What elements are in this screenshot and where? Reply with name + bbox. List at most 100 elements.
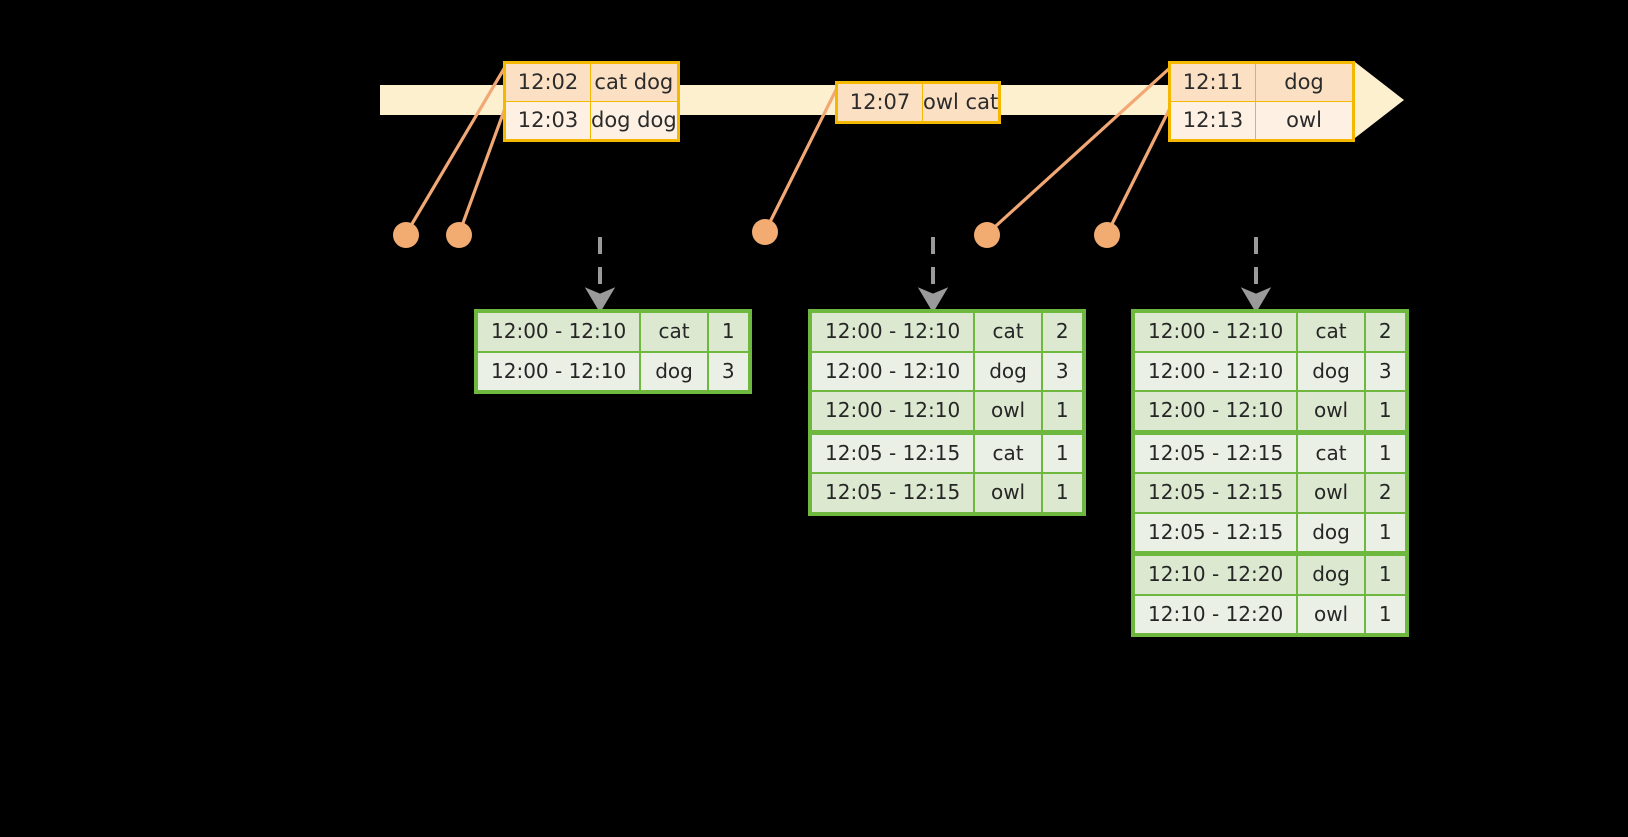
event-group-2[interactable]: 12:07 owl cat <box>835 81 1002 124</box>
event-dot-3 <box>752 219 778 245</box>
event-time: 12:07 <box>836 82 923 123</box>
result-count: 1 <box>1363 511 1408 555</box>
result-count: 2 <box>1363 310 1408 353</box>
result-key: owl <box>973 472 1043 515</box>
result-key: owl <box>1296 472 1366 514</box>
result-count: 1 <box>1363 429 1408 474</box>
event-time: 12:02 <box>504 62 591 102</box>
event-row[interactable]: 12:07 owl cat <box>836 82 1001 123</box>
result-count: 3 <box>706 350 751 393</box>
result-count: 1 <box>1040 472 1085 515</box>
result-count: 2 <box>1040 310 1085 353</box>
result-count: 1 <box>1040 390 1085 433</box>
result-count: 1 <box>1363 593 1408 636</box>
result-count: 1 <box>1363 390 1408 433</box>
event-row[interactable]: 12:02 cat dog <box>504 62 679 102</box>
result-key: dog <box>639 350 709 393</box>
event-group-2-body: 12:07 owl cat <box>836 82 1001 123</box>
connector-line-2 <box>457 99 510 235</box>
result-key: cat <box>973 429 1043 474</box>
dashed-arrows <box>584 237 1272 313</box>
result-key: cat <box>1296 310 1366 353</box>
result-key: cat <box>639 310 709 353</box>
event-dots <box>393 219 1120 248</box>
event-group-1-body: 12:02 cat dog 12:03 dog dog <box>504 62 679 141</box>
result-window: 12:10 - 12:20 <box>1131 551 1299 596</box>
event-group-3[interactable]: 12:11 dog 12:13 owl <box>1168 61 1355 142</box>
result-window: 12:00 - 12:10 <box>474 310 642 353</box>
result-window: 12:05 - 12:15 <box>1131 511 1299 555</box>
result-window: 12:00 - 12:10 <box>1131 350 1299 392</box>
result-count: 3 <box>1040 350 1085 392</box>
result-window: 12:00 - 12:10 <box>808 390 976 433</box>
event-payload: owl cat <box>921 82 1001 123</box>
result-count: 1 <box>706 310 751 353</box>
event-dot-2 <box>446 222 472 248</box>
event-payload: cat dog <box>590 62 679 102</box>
result-count: 2 <box>1363 472 1408 514</box>
result-key: owl <box>1296 390 1366 433</box>
event-time: 12:03 <box>504 101 591 141</box>
event-payload: owl <box>1255 101 1354 141</box>
result-window: 12:05 - 12:15 <box>808 429 976 474</box>
result-window: 12:00 - 12:10 <box>808 310 976 353</box>
event-group-3-body: 12:11 dog 12:13 owl <box>1169 62 1354 141</box>
event-row[interactable]: 12:11 dog <box>1169 62 1354 102</box>
result-window: 12:00 - 12:10 <box>1131 390 1299 433</box>
result-count: 1 <box>1040 429 1085 474</box>
result-key: owl <box>1296 593 1366 636</box>
event-time: 12:13 <box>1169 101 1256 141</box>
result-window: 12:05 - 12:15 <box>1131 472 1299 514</box>
result-key: dog <box>1296 551 1366 596</box>
result-key: dog <box>1296 350 1366 392</box>
result-window: 12:00 - 12:10 <box>1131 310 1299 353</box>
connector-line-4 <box>985 64 1174 236</box>
result-key: cat <box>1296 429 1366 474</box>
result-key: dog <box>1296 511 1366 555</box>
result-count: 1 <box>1363 551 1408 596</box>
result-window: 12:05 - 12:15 <box>808 472 976 515</box>
event-dot-1 <box>393 222 419 248</box>
event-dot-5 <box>1094 222 1120 248</box>
event-time: 12:11 <box>1169 62 1256 102</box>
event-row[interactable]: 12:03 dog dog <box>504 101 679 141</box>
event-group-1[interactable]: 12:02 cat dog 12:03 dog dog <box>503 61 680 142</box>
result-window: 12:00 - 12:10 <box>474 350 642 393</box>
event-payload: dog <box>1255 62 1354 102</box>
event-row[interactable]: 12:13 owl <box>1169 101 1354 141</box>
result-key: owl <box>973 390 1043 433</box>
connector-line-3 <box>763 81 842 233</box>
connector-line-1 <box>404 61 510 235</box>
result-window: 12:00 - 12:10 <box>808 350 976 392</box>
result-key: cat <box>973 310 1043 353</box>
connector-lines <box>404 61 1174 236</box>
connector-line-5 <box>1105 103 1174 235</box>
result-key: dog <box>973 350 1043 392</box>
result-count: 3 <box>1363 350 1408 392</box>
event-dot-4 <box>974 222 1000 248</box>
event-payload: dog dog <box>590 101 679 141</box>
result-window: 12:10 - 12:20 <box>1131 593 1299 636</box>
